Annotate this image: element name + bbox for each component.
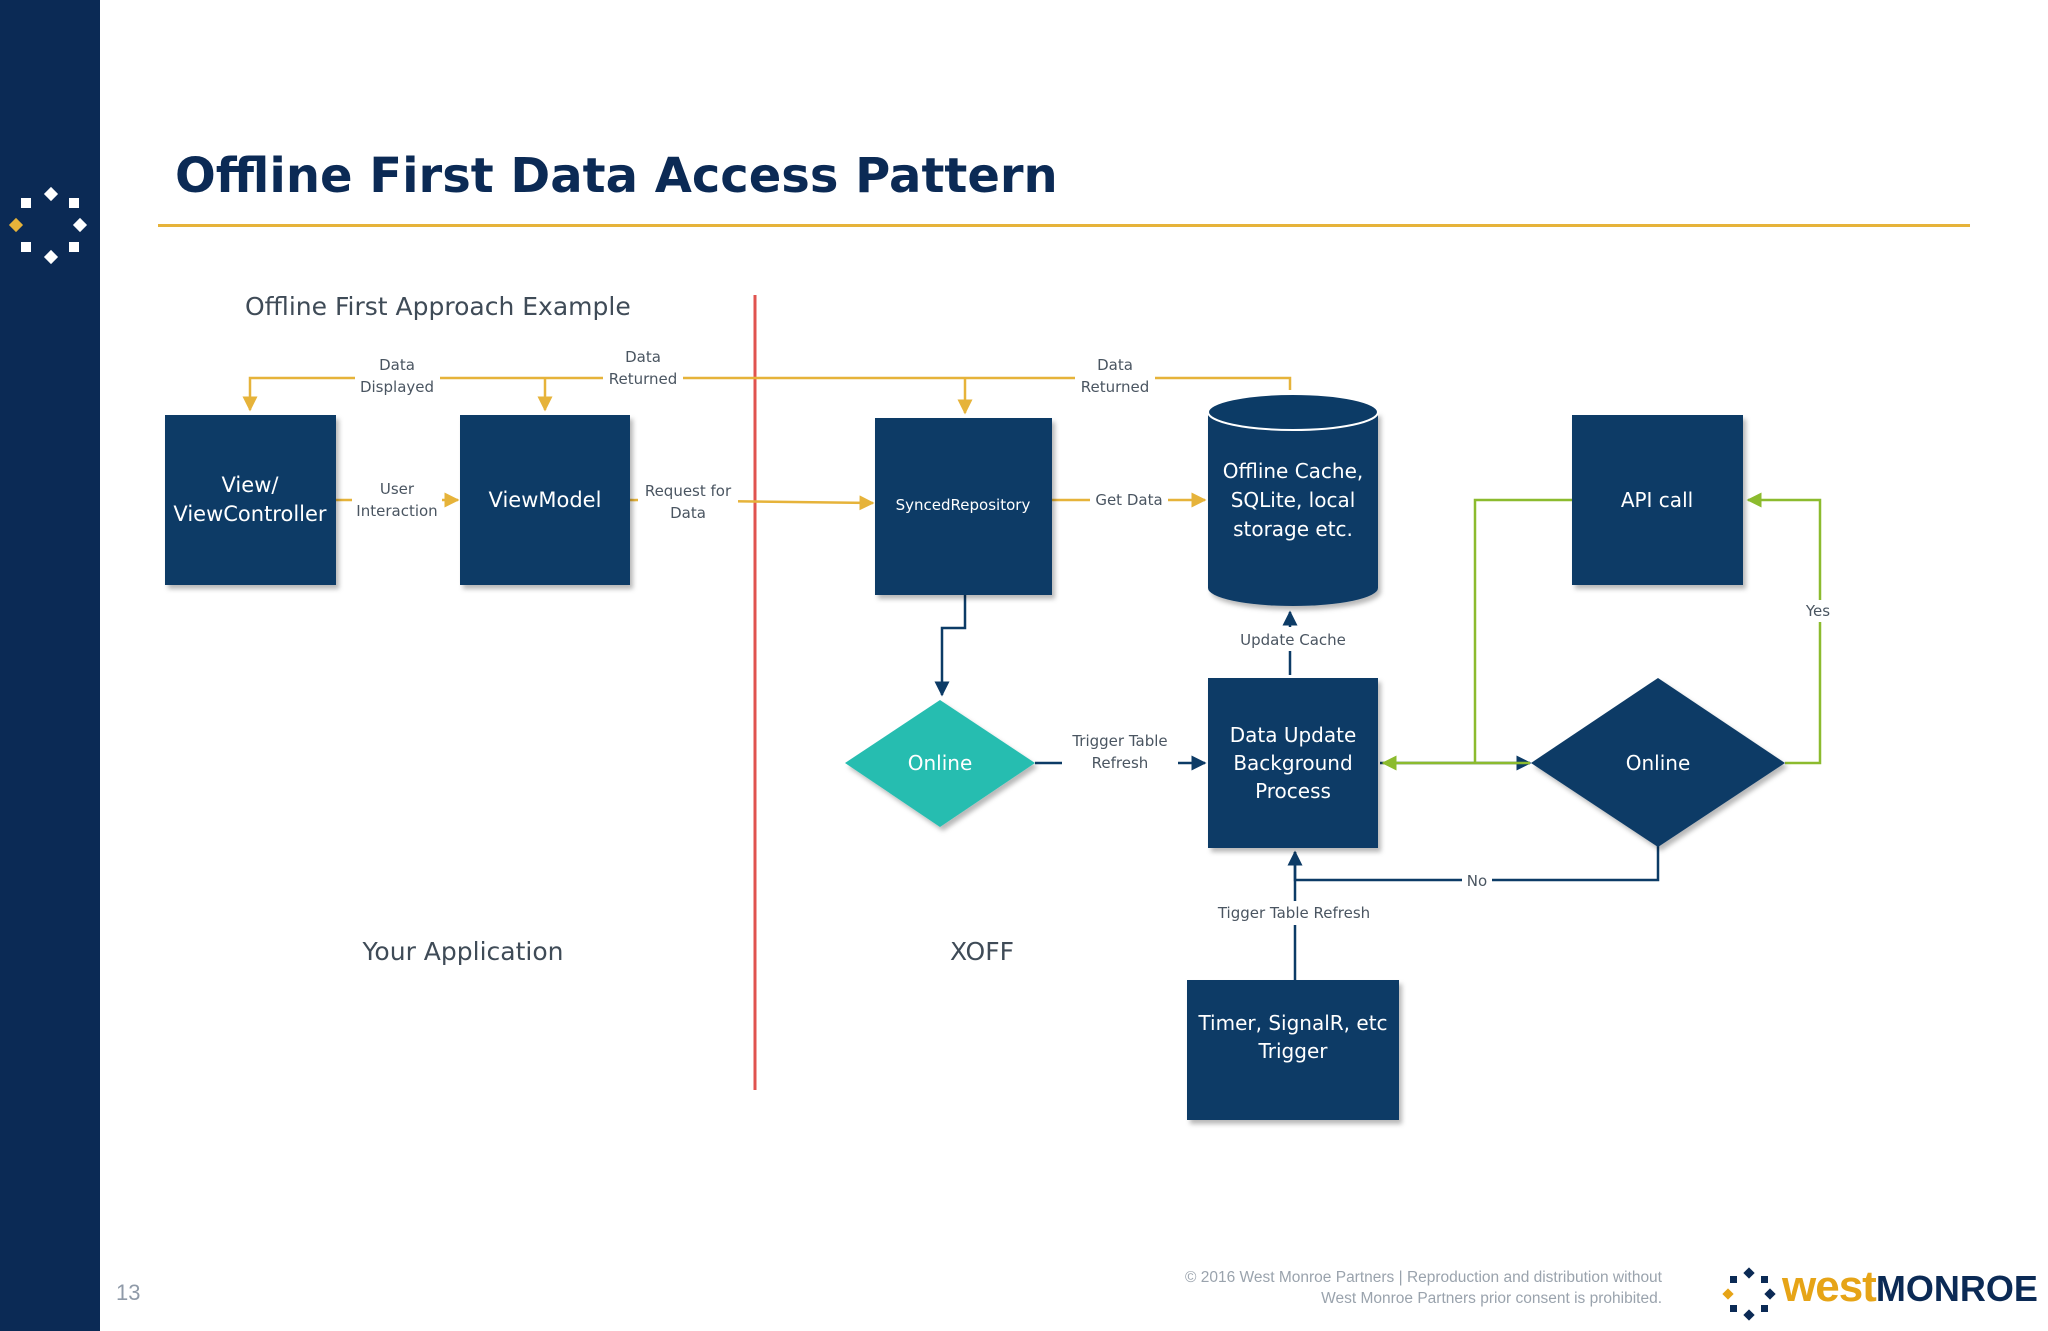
node-data-update: Data Update Background Process (1208, 678, 1378, 848)
label-trigger-table-refresh-1: Trigger Table (1071, 732, 1167, 750)
node-timer-line1: Timer, SignalR, etc (1197, 1011, 1387, 1035)
label-data-returned-a-2: Returned (609, 370, 678, 388)
slide-title: Offline First Data Access Pattern (175, 148, 1058, 204)
label-user-interaction-2: Interaction (356, 502, 437, 520)
west-monroe-logo-icon (1722, 1267, 1776, 1321)
node-timer-line2: Trigger (1258, 1039, 1329, 1063)
node-api-call: API call (1572, 415, 1743, 585)
footer-line-1: © 2016 West Monroe Partners | Reproducti… (1185, 1269, 1662, 1286)
zone-label-your-application: Your Application (361, 937, 563, 966)
node-data-update-line1: Data Update (1230, 723, 1357, 747)
node-viewmodel: ViewModel (460, 415, 630, 585)
node-offline-cache: Offline Cache, SQLite, local storage etc… (1207, 393, 1379, 606)
label-yes: Yes (1805, 602, 1830, 620)
node-view-controller-line2: ViewController (173, 502, 326, 526)
label-update-cache: Update Cache (1240, 631, 1346, 649)
node-viewmodel-label: ViewModel (489, 488, 602, 512)
label-get-data: Get Data (1095, 491, 1162, 509)
page-number: 13 (116, 1280, 141, 1305)
label-no: No (1467, 872, 1487, 890)
node-data-update-line2: Background (1233, 751, 1352, 775)
node-online-teal: Online (845, 700, 1035, 827)
brand-mark-icon (8, 186, 88, 265)
node-synced-repository-label: SyncedRepository (896, 496, 1031, 514)
node-data-update-line3: Process (1255, 779, 1331, 803)
zone-label-xoff: XOFF (950, 937, 1014, 966)
node-timer: Timer, SignalR, etc Trigger (1187, 980, 1399, 1120)
label-data-displayed-1: Data (379, 356, 415, 374)
logo-text-monroe: MONROE (1875, 1268, 2038, 1309)
footer-copyright: © 2016 West Monroe Partners | Reproducti… (1185, 1267, 1662, 1309)
logo-text-west: west (1782, 1262, 1877, 1311)
diagram-subtitle: Offline First Approach Example (245, 292, 631, 321)
node-online-teal-label: Online (908, 751, 973, 775)
label-trigger-table-refresh-2: Refresh (1092, 754, 1149, 772)
node-offline-cache-line2: SQLite, local (1231, 488, 1356, 512)
brand-sidebar (0, 0, 100, 1331)
west-monroe-logo-text: westMONROE (1782, 1262, 2038, 1312)
node-synced-repository: SyncedRepository (875, 418, 1052, 595)
label-data-displayed-2: Displayed (360, 378, 434, 396)
label-tigger-table-refresh: Tigger Table Refresh (1217, 904, 1370, 922)
label-data-returned-b-2: Returned (1081, 378, 1150, 396)
node-online-navy-label: Online (1626, 751, 1691, 775)
node-view-controller-line1: View/ (222, 473, 280, 497)
label-user-interaction-1: User (380, 480, 415, 498)
title-underline (158, 224, 1970, 227)
node-offline-cache-line3: storage etc. (1233, 517, 1353, 541)
footer-line-2: West Monroe Partners prior consent is pr… (1321, 1290, 1662, 1307)
label-request-for-data-1: Request for (645, 482, 732, 500)
label-data-returned-b-1: Data (1097, 356, 1133, 374)
node-view-controller: View/ ViewController (165, 415, 336, 585)
node-api-call-label: API call (1621, 488, 1693, 512)
node-online-navy: Online (1531, 678, 1785, 847)
node-offline-cache-line1: Offline Cache, (1223, 459, 1364, 483)
green-connectors (1381, 492, 1822, 771)
label-data-returned-a-1: Data (625, 348, 661, 366)
label-request-for-data-2: Data (670, 504, 706, 522)
